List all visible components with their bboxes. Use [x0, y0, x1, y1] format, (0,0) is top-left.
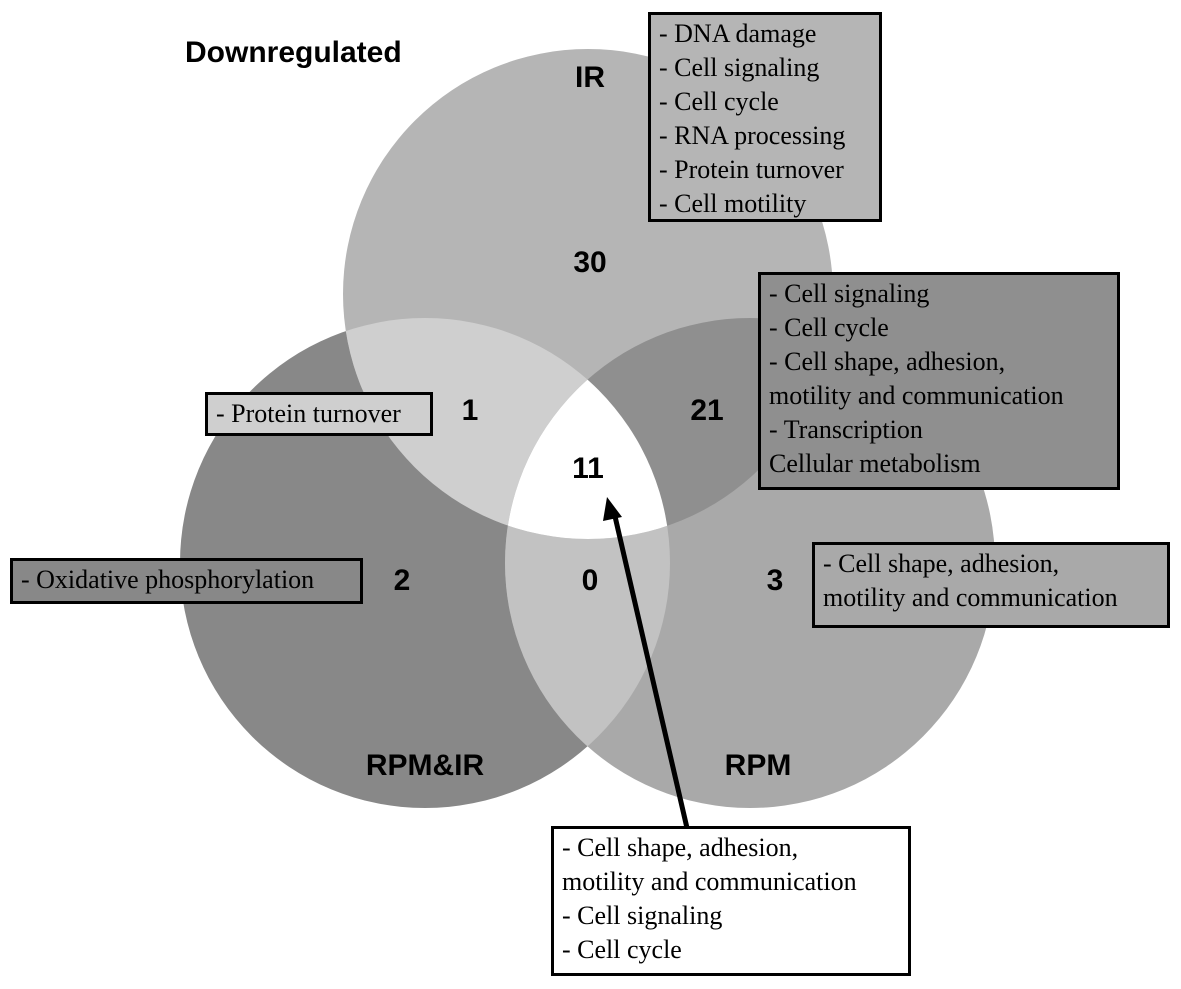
- count-rpm-only: 3: [767, 564, 784, 597]
- diagram-title: Downregulated: [185, 36, 402, 69]
- annotation-line: - Cell shape, adhesion,: [769, 347, 1006, 376]
- annotation-line: motility and communication: [823, 583, 1118, 612]
- arrow-head: [603, 497, 622, 521]
- annotation-line: - Cell signaling: [769, 279, 930, 308]
- annotation-line: - Cell cycle: [659, 87, 779, 116]
- annotation-line: motility and communication: [562, 867, 857, 896]
- arrow-line: [611, 511, 690, 829]
- set-label-rpm: RPM: [725, 749, 792, 782]
- annotation-line: - Cell cycle: [562, 935, 682, 964]
- count-ir-only: 30: [573, 246, 606, 279]
- annotation-line: - Cell motility: [659, 189, 807, 218]
- annotation-ir-rpm: - Cell signaling - Cell cycle - Cell sha…: [758, 272, 1120, 490]
- annotation-line: - RNA processing: [659, 121, 846, 150]
- overlap-all: [505, 318, 670, 539]
- set-label-rpmir: RPM&IR: [366, 749, 485, 782]
- count-ir-rpmir: 1: [462, 394, 479, 427]
- count-rpmir-rpm: 0: [582, 564, 599, 597]
- annotation-line: - Cell signaling: [659, 53, 820, 82]
- annotation-ir-rpmir: - Protein turnover: [205, 392, 433, 436]
- annotation-line: - Oxidative phosphorylation: [21, 565, 315, 594]
- annotation-all: - Cell shape, adhesion, motility and com…: [551, 826, 911, 976]
- annotation-rpm-only: - Cell shape, adhesion, motility and com…: [812, 542, 1170, 628]
- annotation-line: - Protein turnover: [659, 155, 844, 184]
- annotation-line: - Cell signaling: [562, 901, 723, 930]
- annotation-line: - Protein turnover: [216, 399, 401, 428]
- annotation-line: - Transcription: [769, 415, 923, 444]
- annotation-line: motility and communication: [769, 381, 1064, 410]
- set-label-ir: IR: [575, 61, 605, 94]
- annotation-line: - Cell shape, adhesion,: [562, 833, 799, 862]
- count-all: 11: [572, 452, 604, 485]
- annotation-ir-only: - DNA damage - Cell signaling - Cell cyc…: [648, 12, 882, 222]
- count-ir-rpm: 21: [690, 394, 723, 427]
- annotation-line: - DNA damage: [659, 19, 817, 48]
- annotation-line: - Cell cycle: [769, 313, 889, 342]
- annotation-rpmir-only: - Oxidative phosphorylation: [10, 558, 363, 604]
- count-rpmir-only: 2: [394, 564, 411, 597]
- annotation-line: Cellular metabolism: [769, 449, 981, 478]
- annotation-line: - Cell shape, adhesion,: [823, 549, 1060, 578]
